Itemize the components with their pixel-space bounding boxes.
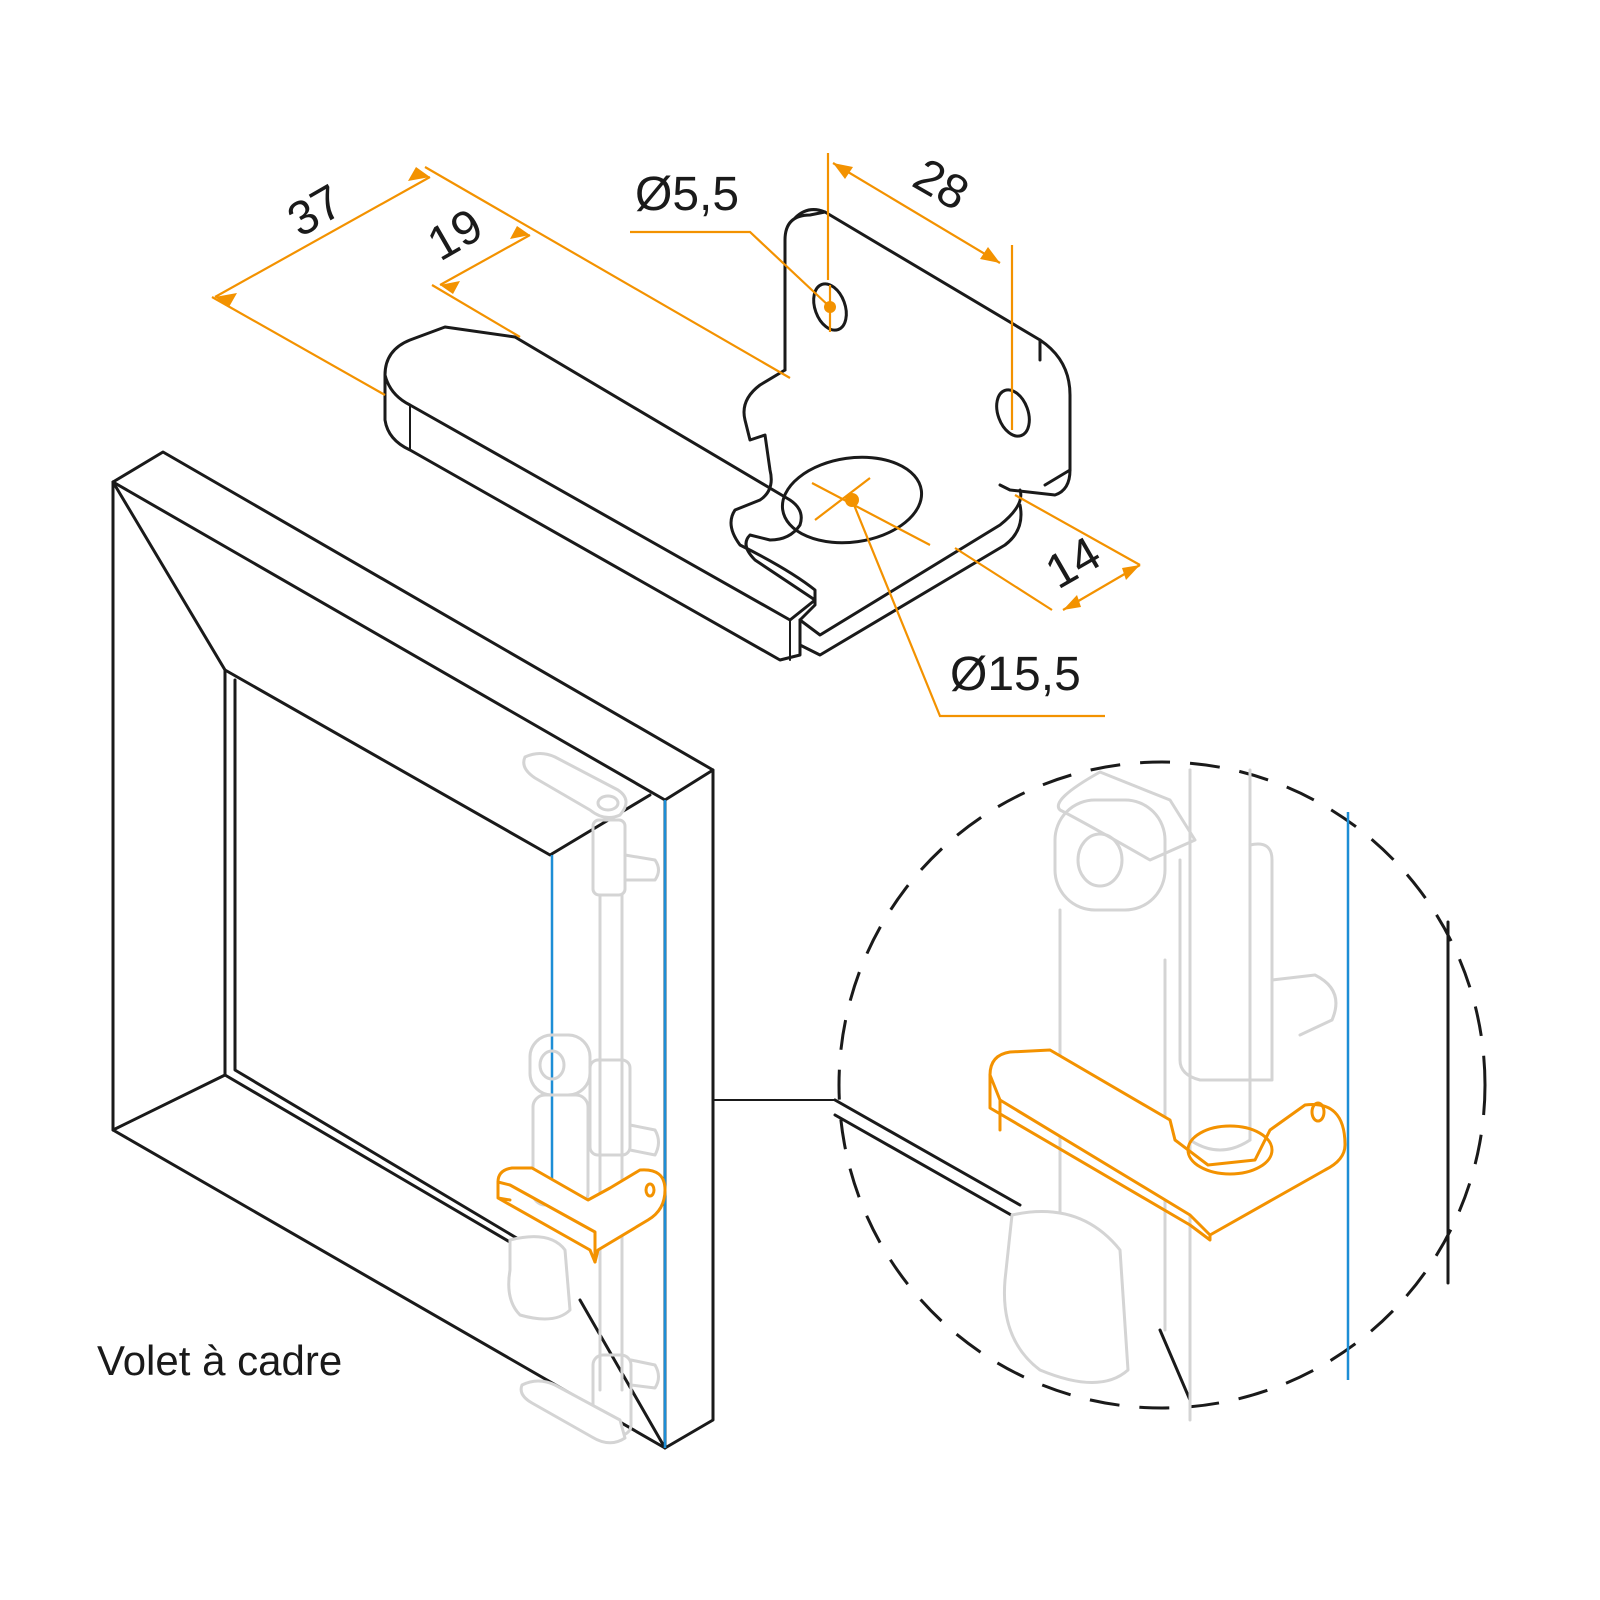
detail-ghost-guide — [1178, 842, 1274, 1082]
dim-hole-large-axis-1 — [811, 482, 931, 546]
ghost-top-pivot — [596, 794, 620, 812]
detail-ghost-latch-knob — [1002, 1210, 1130, 1384]
caption-volet-a-cadre: Volet à cadre — [97, 1337, 342, 1384]
dim-hole-large-leader — [850, 499, 1105, 718]
detail-zoom — [833, 760, 1487, 1422]
dim-14-arrows — [1063, 565, 1140, 610]
bracket-arm-thickness — [383, 373, 802, 662]
ghost-top-clip — [623, 853, 660, 882]
dim-19-line — [439, 234, 531, 286]
dim-hole-small-leader — [630, 230, 831, 308]
detail-ghost-rod-end — [1188, 768, 1252, 1152]
detail-ghost-knuckle-hole — [1076, 832, 1124, 888]
ghost-latch-knob — [507, 1235, 572, 1321]
dim-37-line — [214, 176, 431, 298]
detail-highlight-bracket-large-hole — [1186, 1124, 1274, 1176]
dim-37-label: 37 — [279, 175, 352, 248]
detail-ghost-clip — [1270, 973, 1338, 1037]
ghost-mid-clip — [628, 1123, 660, 1157]
detail-ghost-knuckle — [1053, 798, 1167, 912]
bracket-part — [383, 208, 1072, 662]
bracket-arm — [383, 325, 817, 622]
detail-circle — [837, 760, 1487, 1410]
ghost-hardware — [507, 752, 660, 1445]
ghost-mid-guide — [588, 1058, 632, 1157]
small-hole-upper — [812, 282, 848, 332]
small-hole-lower — [995, 388, 1031, 438]
bracket-vertical-plate — [783, 210, 1072, 497]
bracket-arm-edge — [409, 404, 791, 661]
large-hole — [780, 455, 924, 545]
frame-left-bevel — [111, 480, 227, 1132]
dim-hole-large-axis-2 — [814, 477, 871, 521]
frame-panel-inner — [233, 678, 522, 1242]
dim-14-extension-top — [1014, 494, 1141, 566]
detail-frame-edge-inner — [833, 1113, 1022, 1222]
highlight-bracket-small — [496, 1166, 667, 1264]
detail-highlight-bracket — [988, 1048, 1347, 1242]
highlight-bracket-small-edge — [496, 1180, 597, 1264]
dim-28-line — [832, 162, 1001, 264]
detail-highlight-bracket-edge — [988, 1073, 1212, 1242]
dim-19-extension — [431, 284, 521, 338]
detail-ghost-hardware — [1002, 768, 1338, 1422]
bracket-base-plate — [729, 368, 1023, 637]
highlight-bracket-small-outline — [496, 1166, 667, 1264]
dim-19-arrows — [440, 226, 530, 294]
ghost-bottom-handle — [519, 1379, 627, 1445]
dim-hole-large-label: Ø15,5 — [950, 648, 1081, 701]
detail-frame-edge-lower — [1158, 1328, 1192, 1402]
detail-ghost-knuckle-top — [1057, 770, 1197, 862]
detail-highlight-bracket-outline — [988, 1048, 1347, 1237]
dim-37-extension-right — [424, 166, 791, 379]
bracket-plate-thickness — [793, 208, 1072, 487]
highlight-bracket-small-hole — [644, 1182, 656, 1198]
detail-frame-edge-outer — [833, 1098, 1022, 1207]
frame-shutter: Volet à cadre — [97, 450, 715, 1450]
dim-14-extension-bottom — [954, 547, 1053, 611]
ghost-top-guide — [591, 818, 627, 897]
detail-highlight-bracket-small-hole — [1310, 1101, 1326, 1123]
ghost-bottom-clip — [629, 1358, 660, 1390]
ghost-top-handle — [522, 752, 628, 820]
dim-28-label: 28 — [905, 149, 978, 222]
ghost-mid-hole — [538, 1049, 566, 1081]
bracket-base-thickness — [798, 503, 1023, 657]
dim-19-label: 19 — [419, 199, 492, 272]
dim-37-extension-left — [211, 296, 386, 396]
dim-hole-small-label: Ø5,5 — [635, 168, 739, 221]
